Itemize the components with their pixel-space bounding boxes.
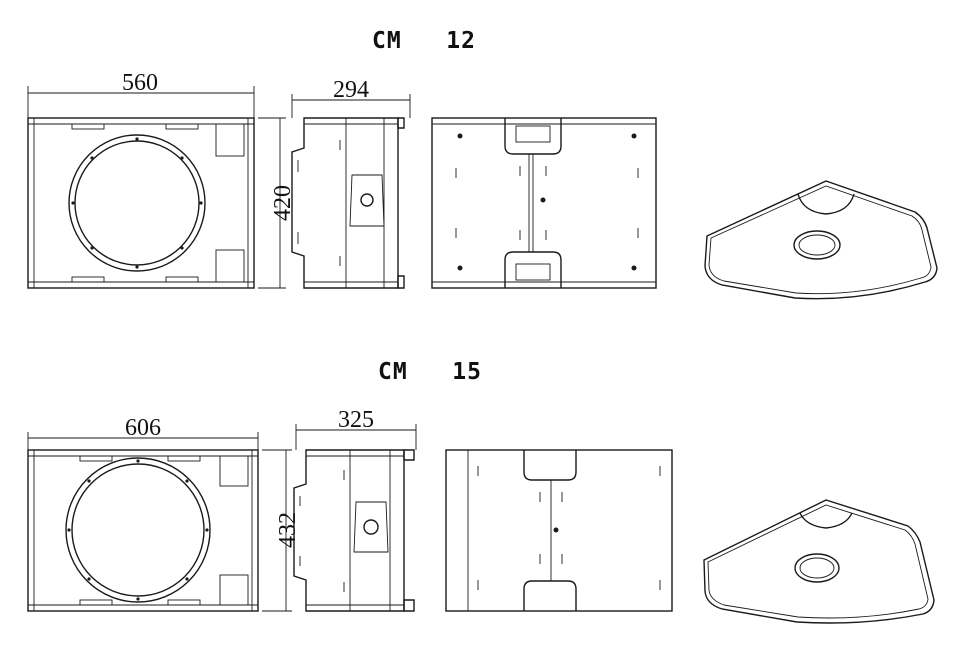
cm15-front-view: 606 432 (27, 415, 301, 612)
cm15-top-view (703, 499, 935, 624)
cm12-depth-dimension: 294 (333, 77, 369, 103)
cm15-height-dimension: 432 (275, 512, 301, 548)
model-title-cm15: CM 15 (378, 359, 482, 385)
cm12-rear-view (431, 117, 657, 289)
cm15-width-dimension: 606 (125, 415, 161, 441)
cm12-side-view: 294 (291, 77, 411, 289)
cm12-top-view (704, 180, 938, 300)
cm15-rear-view (445, 449, 673, 612)
cm15-depth-dimension: 325 (338, 407, 374, 433)
cm12-width-dimension: 560 (122, 70, 158, 96)
cm12-front-view: 560 420 (27, 70, 296, 289)
model-title-cm12: CM 12 (372, 28, 476, 54)
cm15-side-view: 325 (293, 407, 417, 612)
